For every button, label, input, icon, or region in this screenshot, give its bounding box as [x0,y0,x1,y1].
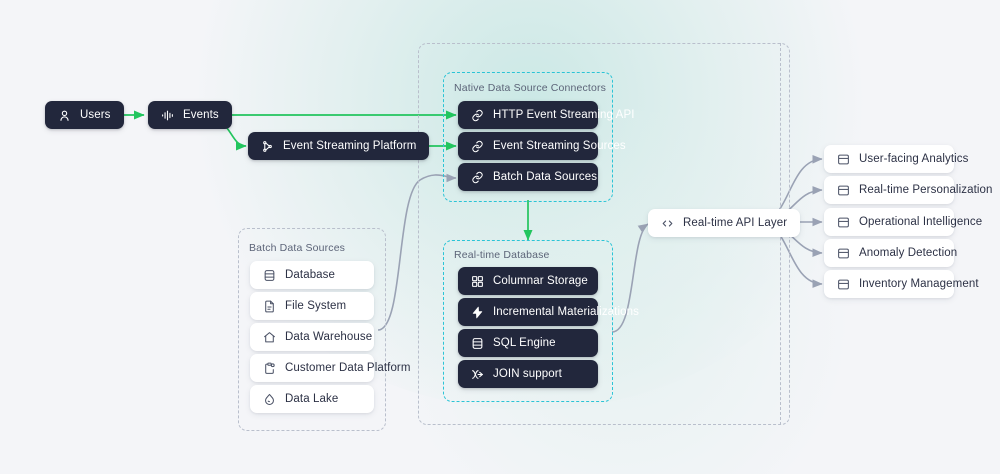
node-label: Data Lake [285,393,339,405]
node-customer-data-platform[interactable]: Customer Data Platform [250,354,410,382]
panel-icon [837,153,850,166]
native-connectors-title: Native Data Source Connectors [454,82,607,94]
node-data-warehouse[interactable]: Data Warehouse [250,323,374,351]
merge-arrow-icon [471,368,484,381]
node-realtime-personalization[interactable]: Real-time Personalization [824,176,992,204]
network-branch-icon [261,140,274,153]
node-label: Inventory Management [859,278,979,290]
node-user-facing-analytics[interactable]: User-facing Analytics [824,145,968,173]
node-label: Event Streaming Sources [493,140,626,152]
user-icon [58,109,71,122]
node-operational-intelligence[interactable]: Operational Intelligence [824,208,982,236]
node-label: JOIN support [493,368,562,380]
clipboard-user-icon [263,362,276,375]
batch-sources-group [238,228,386,431]
node-incremental-materializations[interactable]: Incremental Materializations [458,298,639,326]
database-icon [263,269,276,282]
node-label: User-facing Analytics [859,153,969,165]
node-data-lake[interactable]: Data Lake [250,385,374,413]
node-file-system[interactable]: File System [250,292,374,320]
link-icon [471,171,484,184]
node-batch-data-sources[interactable]: Batch Data Sources [458,163,598,191]
node-sql-engine[interactable]: SQL Engine [458,329,598,357]
node-join-support[interactable]: JOIN support [458,360,598,388]
home-icon [263,331,276,344]
node-label: Anomaly Detection [859,247,958,259]
node-users-label: Users [80,109,111,121]
panel-icon [837,184,850,197]
panel-icon [837,278,850,291]
node-users[interactable]: Users [45,101,124,129]
node-events[interactable]: Events [148,101,232,129]
panel-icon [837,216,850,229]
droplet-icon [263,393,276,406]
node-events-label: Events [183,109,219,121]
node-inventory-management[interactable]: Inventory Management [824,270,979,298]
node-columnar-storage[interactable]: Columnar Storage [458,267,598,295]
node-event-streaming-platform-label: Event Streaming Platform [283,140,417,152]
panel-icon [837,247,850,260]
node-event-streaming-sources[interactable]: Event Streaming Sources [458,132,626,160]
database-icon [471,337,484,350]
link-icon [471,109,484,122]
node-label: Customer Data Platform [285,362,411,374]
node-label: HTTP Event Streaming API [493,109,635,121]
node-label: Operational Intelligence [859,216,983,228]
code-icon [661,217,674,230]
node-label: Batch Data Sources [493,171,598,183]
link-icon [471,140,484,153]
node-label: Incremental Materializations [493,306,639,318]
batch-sources-title: Batch Data Sources [249,242,346,254]
activity-waveform-icon [161,109,174,122]
node-label: Real-time Personalization [859,184,993,196]
realtime-database-group [443,240,613,402]
file-icon [263,300,276,313]
node-realtime-api-layer[interactable]: Real-time API Layer [648,209,801,237]
node-batch-database[interactable]: Database [250,261,374,289]
native-connectors-group [443,72,613,202]
node-http-event-streaming-api[interactable]: HTTP Event Streaming API [458,101,634,129]
node-label: Database [285,269,336,281]
node-label: Data Warehouse [285,331,373,343]
node-event-streaming-platform[interactable]: Event Streaming Platform [248,132,430,160]
lightning-bolt-icon [471,306,484,319]
node-label: SQL Engine [493,337,556,349]
grid-icon [471,275,484,288]
node-label: Columnar Storage [493,275,588,287]
realtime-database-title: Real-time Database [454,249,550,261]
node-realtime-api-layer-label: Real-time API Layer [683,217,788,229]
node-label: File System [285,300,347,312]
node-anomaly-detection[interactable]: Anomaly Detection [824,239,958,267]
